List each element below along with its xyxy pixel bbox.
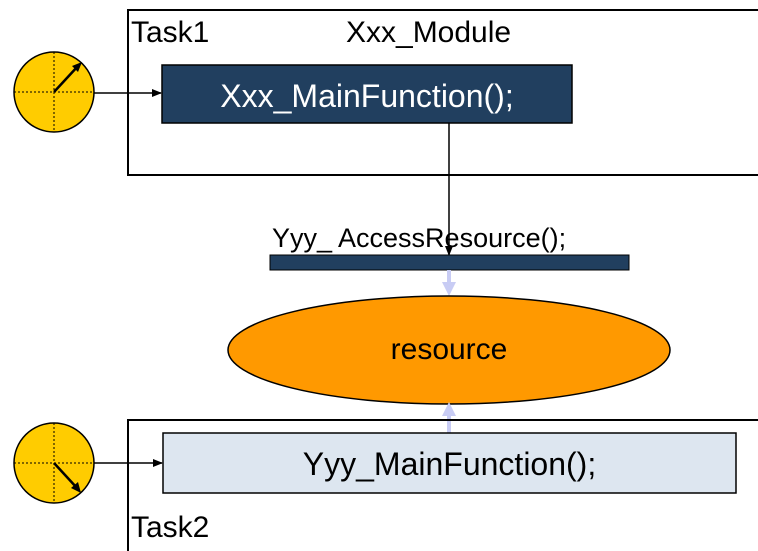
access-arrow-down xyxy=(442,270,456,296)
xxx-main-function-box[interactable] xyxy=(161,64,573,124)
resource-label: resource xyxy=(390,333,508,366)
xxx-main-function-label: Xxx_MainFunction(); xyxy=(220,78,514,114)
yyy-main-function-label: Yyy_MainFunction(); xyxy=(302,446,597,482)
clock-icon xyxy=(13,422,95,504)
task2-label: Task2 xyxy=(131,511,210,544)
module-label: Xxx_Module xyxy=(346,16,512,49)
clock-icon xyxy=(13,51,95,133)
access-arrow-up xyxy=(442,402,456,433)
task1-label: Task1 xyxy=(131,16,210,49)
yyy-main-function-box[interactable] xyxy=(162,432,737,494)
task2-frame xyxy=(127,419,758,551)
access-resource-label: Yyy_ AccessResource(); xyxy=(272,223,567,253)
access-resource-bar[interactable] xyxy=(269,254,630,271)
